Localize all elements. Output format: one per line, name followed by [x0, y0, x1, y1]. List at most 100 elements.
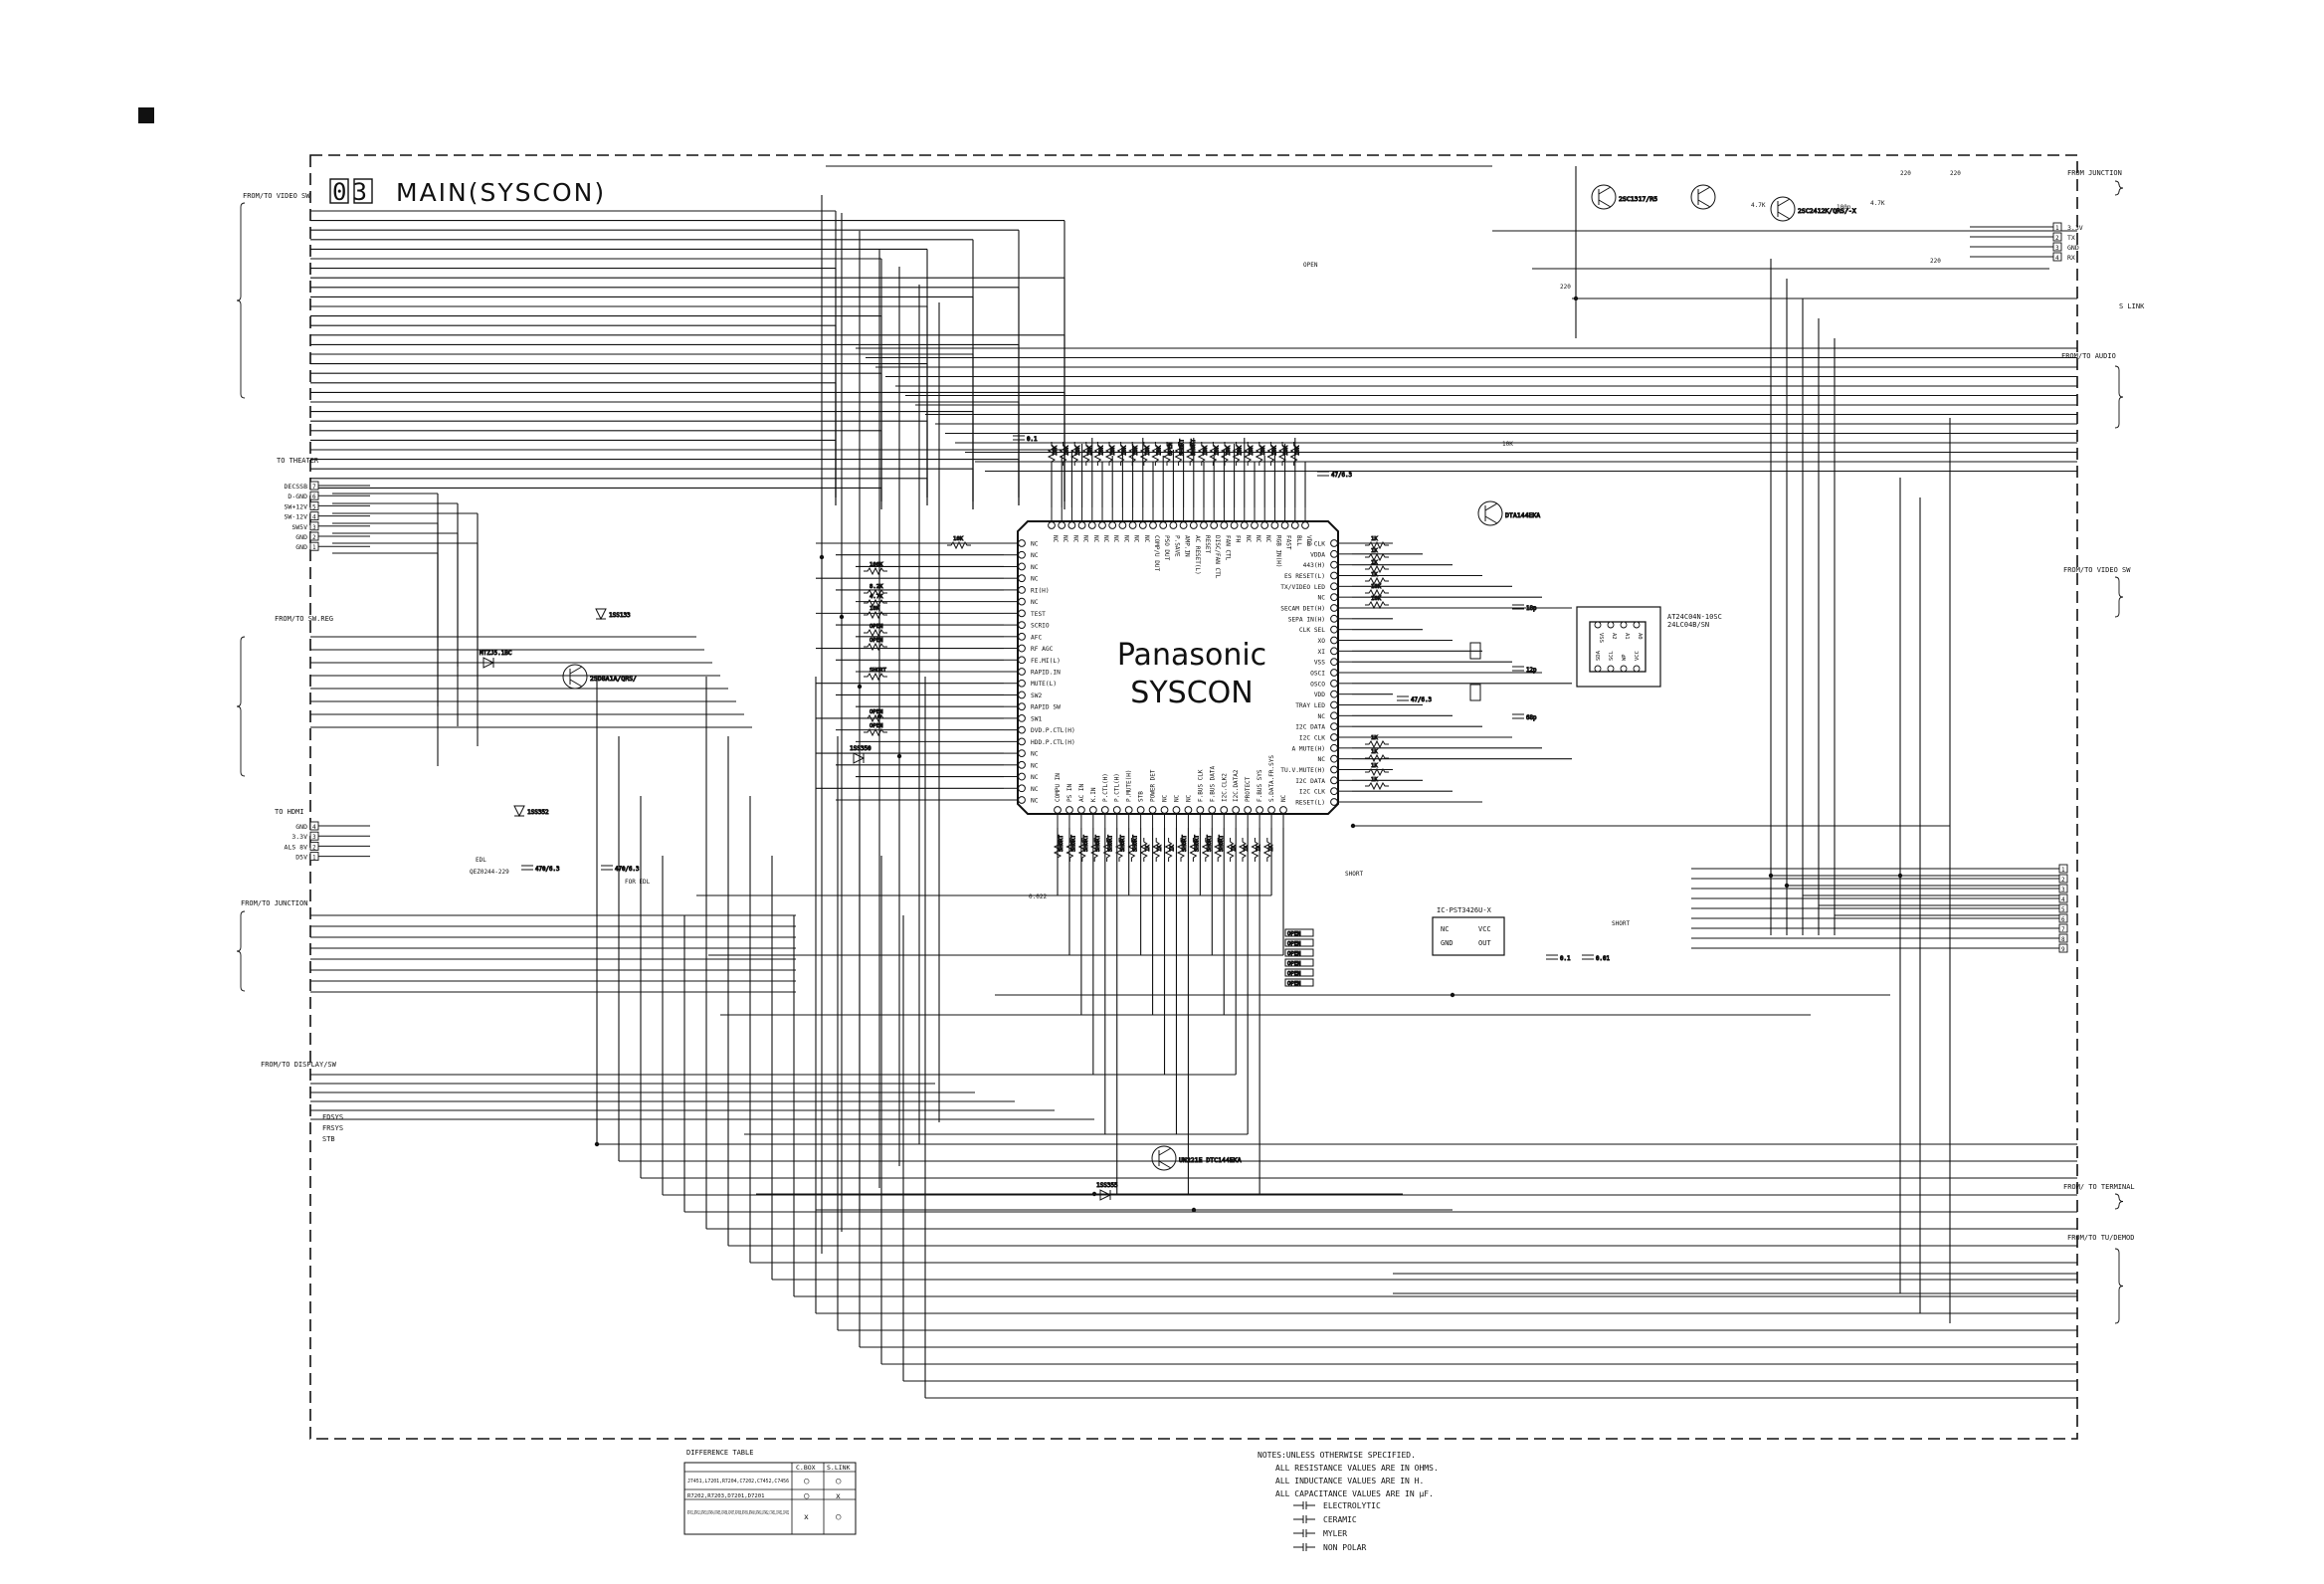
connector-pin-number: 1 [2061, 867, 2065, 874]
ic-pin [1018, 772, 1026, 781]
jumper [1284, 938, 1314, 947]
resistor [1226, 838, 1235, 862]
transistor-lead [1697, 186, 1711, 195]
resistor-value: 10K [1156, 445, 1162, 456]
difftable-row2-cbox: ○ [804, 1491, 810, 1501]
ic-pin-label: I2C CLK [1299, 735, 1325, 742]
ic-pin-label: TRAY LED [1295, 702, 1325, 709]
ic-pin [1200, 521, 1208, 529]
connector-theater: TO THEATER 7DECSSB6D-GND5SW+12V4SW-12V3S… [277, 457, 370, 551]
resistor-value: 1K [1157, 845, 1163, 852]
jumper [1284, 958, 1314, 967]
eeprom-pin [1594, 665, 1602, 673]
notes-line-2: ALL INDUCTANCE VALUES ARE IN H. [1275, 1477, 1424, 1485]
ic-pin-label: AC IN [1078, 784, 1085, 802]
connector-pin-number: 6 [2061, 916, 2065, 923]
ic-pin [1330, 743, 1338, 752]
resistor-value: 100K [870, 562, 883, 568]
resistor-value: 10K [870, 606, 880, 612]
value-label: 220 [1560, 284, 1571, 291]
ic-pin-label: FE.MI(L) [1031, 658, 1061, 665]
ic-pin-label: NC [1245, 535, 1252, 543]
difftable-head-cbox: C.BOX [796, 1464, 816, 1472]
connector-pin [2058, 933, 2068, 943]
eeprom-pin-label: VCC [1635, 651, 1641, 661]
ic-pin [1240, 521, 1249, 529]
resistor [1238, 838, 1248, 862]
resistor-value: 1K [1256, 845, 1261, 852]
ic-pin-label: VSS [1314, 660, 1325, 667]
label-tu-demod: FROM/TO TU/DEMOD [2067, 1234, 2134, 1242]
connector-pin-label: ALS 8V [285, 843, 308, 851]
resistor-value: OPEN [1168, 443, 1174, 456]
connector-pin-label: GND [2067, 244, 2079, 252]
ic-pin [1058, 521, 1066, 529]
eeprom-frame [1576, 606, 1661, 688]
ic-pin-label: F.BUS SYS [1257, 769, 1263, 802]
ic-pin-label: NC [1162, 794, 1169, 802]
junction-dot [594, 1141, 600, 1147]
diode [1099, 1189, 1112, 1201]
ic-pin-label: MUTE(L) [1031, 681, 1057, 688]
ic-pin [1018, 644, 1026, 653]
junction-dot [1897, 873, 1903, 879]
resistor-value: 10K [1214, 445, 1220, 456]
diode [595, 608, 607, 621]
transistor-body [1477, 500, 1503, 526]
ic-pin-label: SECAM DET(H) [1280, 606, 1325, 613]
ic-pin-label: I2C.DATA2 [1233, 769, 1240, 802]
connector-pin-label: RX [2067, 254, 2075, 262]
resistor-value: SHORT [1108, 835, 1114, 852]
ic-pin-label: RESET [1204, 535, 1211, 553]
display-line-fdsys: FDSYS [322, 1113, 343, 1121]
difftable-row3-cbox: x [804, 1512, 809, 1521]
resistor-value: 10K [953, 536, 964, 542]
ic-pin-label: NC [1031, 564, 1039, 571]
ic-pin-label: K.IN [1090, 787, 1097, 802]
ic-pin-label: NC [1031, 576, 1039, 583]
resistor [1365, 588, 1389, 598]
connector-pin-label: D5V [295, 854, 307, 862]
connector-pin-number: 2 [2055, 235, 2059, 242]
ic-pin-label: CLK SEL [1299, 627, 1325, 634]
resistor-value: SHORT [870, 668, 886, 674]
resistor-value: OPEN [870, 624, 882, 630]
connector-pin-number: 4 [2061, 896, 2065, 903]
connector-pin-number: 4 [312, 824, 316, 831]
ic-pin [1018, 668, 1026, 676]
eeprom-pin [1620, 621, 1628, 629]
connector-pin-label: SW+12V [285, 502, 308, 510]
ic-pin-label: PS IN [1066, 784, 1073, 802]
label-display-sw: FROM/TO DISPLAY/SW [261, 1061, 337, 1069]
ic-pin [1098, 521, 1106, 529]
ic-pin-label: I2C.CLK2 [1221, 773, 1228, 802]
connector-pin-label: 3.3V [291, 833, 307, 841]
ic-pin [1018, 609, 1026, 618]
resistor [1189, 838, 1198, 862]
resistor [1277, 442, 1287, 466]
value-label: EDL [476, 857, 486, 864]
ic-pin-label: S.DATA.FR.SYS [1268, 755, 1275, 802]
ic-pin-label: OSCI [1310, 671, 1325, 678]
reset-ic-body [1432, 916, 1505, 956]
connector-pin-number: 3 [2055, 245, 2059, 252]
transistor-body [1770, 196, 1796, 222]
connector-pin-number: 2 [312, 844, 316, 851]
ic-pin-label: TU.V.MUTE(H) [1280, 767, 1325, 774]
jumper-label: OPEN [1287, 981, 1300, 987]
display-line-stb: STB [322, 1135, 335, 1143]
junction-dot [1350, 823, 1356, 829]
wiring-network [310, 165, 2077, 1399]
connector-pin-number: 1 [312, 544, 316, 551]
resistor-value: 10K [1295, 445, 1301, 456]
resistor-value: 1K [1371, 536, 1378, 542]
transistor-body [1690, 184, 1716, 210]
ic-pin-label: NC [1071, 535, 1078, 543]
ic-pin [1244, 806, 1253, 814]
ic-pin-label: NC [1031, 762, 1039, 769]
resistor [1174, 442, 1183, 466]
ic-pin [1018, 632, 1026, 641]
resistor-value: SHORT [1194, 835, 1200, 852]
ic-pin-label: NC [1318, 713, 1326, 720]
resistor-value: 10K [1271, 445, 1277, 456]
